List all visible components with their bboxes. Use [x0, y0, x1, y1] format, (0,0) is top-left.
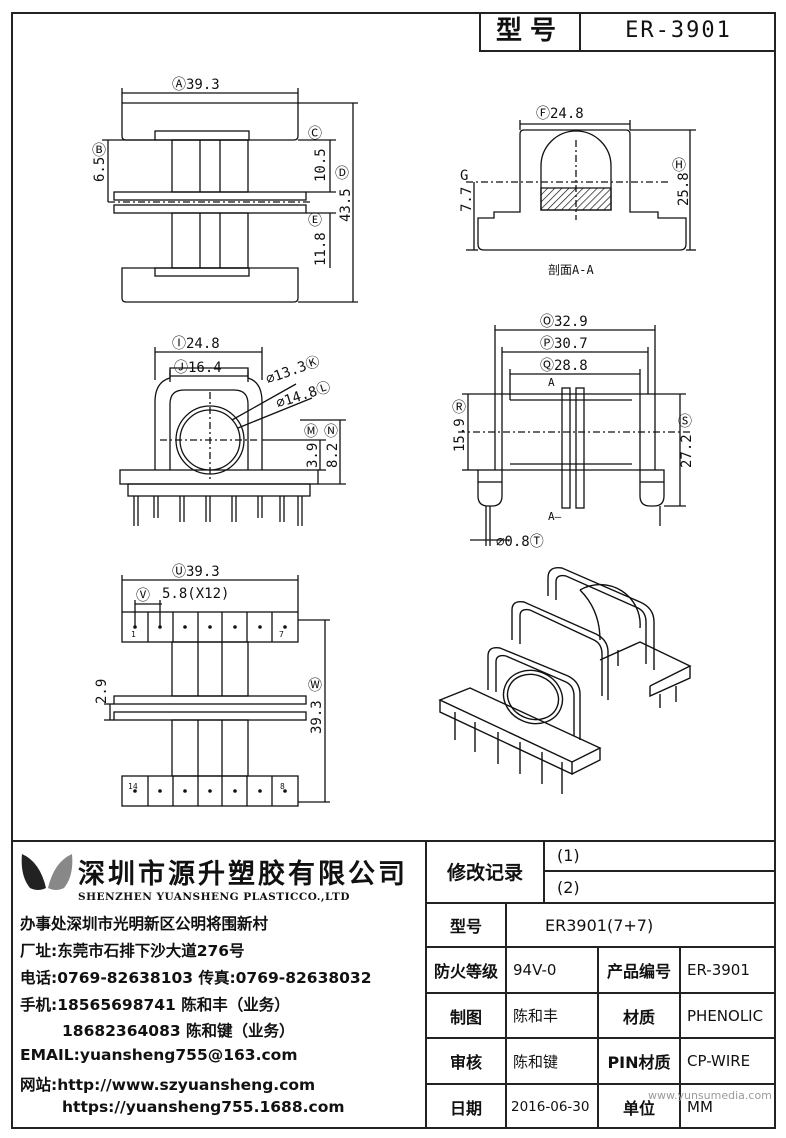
dim-c-value: 10.5 [313, 148, 329, 182]
dim-p: Ⓟ30.7 [540, 336, 588, 352]
material-label: 材质 [599, 994, 681, 1039]
side-view [458, 325, 690, 546]
revision-2: (2) [545, 872, 776, 904]
product-no-value: ER-3901 [681, 948, 776, 994]
front-view [102, 88, 358, 303]
dim-pitch: 5.8(X12) [162, 586, 229, 602]
reviewed-by-value: 陈和键 [507, 1039, 599, 1085]
revision-1: (1) [545, 840, 776, 872]
pin-material-value: CP-WIRE [681, 1039, 776, 1085]
pin-1-label: 1 [131, 630, 136, 639]
dim-r-value: 15.9 [452, 418, 468, 452]
dim-e-value: 11.8 [313, 232, 329, 266]
dim-q: Ⓠ28.8 [540, 358, 588, 374]
dim-m-value: 3.9 [305, 443, 321, 468]
pin-marks [133, 625, 287, 793]
company-mobile-1: 手机:18565698741 陈和丰（业务） [20, 996, 290, 1014]
dim-n-circle: Ⓝ [324, 424, 338, 440]
dim-s-value: 27.2 [679, 434, 695, 468]
company-name-cn: 深圳市源升塑胶有限公司 [78, 859, 408, 890]
section-mark-top: A [548, 376, 555, 389]
date-label: 日期 [425, 1085, 507, 1129]
pin-7-label: 7 [279, 630, 284, 639]
dim-h-value: 25.8 [676, 172, 692, 206]
dim-b-value: 6.5 [92, 157, 108, 182]
dim-d-value: 43.5 [338, 188, 354, 222]
table-model-label: 型号 [425, 904, 507, 948]
technical-drawing: Ⓐ39.3 Ⓑ 6.5 Ⓒ 10.5 Ⓓ 43.5 Ⓔ 11.8 Ⓕ24.8 G… [92, 77, 696, 807]
dim-u: Ⓤ39.3 [172, 564, 220, 580]
dim-left-value: 2.9 [94, 679, 110, 704]
dim-i: Ⓘ24.8 [172, 336, 220, 352]
dim-f: Ⓕ24.8 [536, 106, 584, 122]
end-view-pins [133, 496, 303, 526]
dim-e-circle: Ⓔ [308, 213, 322, 229]
company-mobile-2: 18682364083 陈和键（业务） [62, 1022, 295, 1040]
drawn-by-label: 制图 [425, 994, 507, 1039]
fire-rating-value: 94V-0 [507, 948, 599, 994]
dim-v-circle: Ⓥ [136, 588, 150, 604]
dim-g-value: 7.7 [459, 187, 475, 212]
drawing-frame [11, 12, 776, 1129]
dim-w-value: 39.3 [309, 700, 325, 734]
unit-value: MM [687, 1098, 713, 1116]
dim-g-label: G [460, 168, 468, 184]
dim-t: ⌀0.8Ⓣ [496, 534, 544, 550]
company-email: EMAIL:yuansheng755@163.com [20, 1046, 298, 1064]
company-website-2: https://yuansheng755.1688.com [62, 1098, 345, 1116]
company-logo-icon [21, 854, 73, 890]
company-phone: 电话:0769-82638103 传真:0769-82638032 [20, 969, 372, 987]
dim-o: Ⓞ32.9 [540, 314, 588, 330]
material-value: PHENOLIC [681, 994, 776, 1039]
model-value: ER-3901 [625, 18, 732, 43]
reviewed-by-label: 审核 [425, 1039, 507, 1085]
company-factory: 厂址:东莞市石排下沙大道276号 [20, 942, 245, 960]
dim-l: ⌀14.8Ⓛ [274, 379, 332, 412]
pin-8-label: 8 [280, 782, 285, 791]
dim-r-circle: Ⓡ [452, 400, 466, 416]
watermark: www.yunsumedia.com [648, 1089, 772, 1102]
isometric-view [438, 567, 692, 794]
pin-14-label: 14 [128, 782, 138, 791]
title-block-header: 型号 ER-3901 [479, 12, 776, 52]
fire-rating-label: 防火等级 [425, 948, 507, 994]
title-block [11, 840, 776, 1131]
company-office: 办事处深圳市光明新区公明将围新村 [20, 915, 269, 933]
product-no-label: 产品编号 [599, 948, 681, 994]
section-view [466, 120, 696, 251]
dim-a: Ⓐ39.3 [172, 77, 220, 93]
dim-c-circle: Ⓒ [308, 126, 322, 142]
company-website-1: 网站:http://www.szyuansheng.com [20, 1076, 316, 1094]
section-caption: 剖面A-A [548, 263, 594, 277]
dim-s-circle: Ⓢ [678, 414, 692, 430]
table-model-value: ER3901(7+7) [507, 904, 776, 948]
company-name-en: SHENZHEN YUANSHENG PLASTICCO.,LTD [78, 891, 350, 903]
model-label: 型号 [481, 12, 581, 50]
dim-k: ⌀13.3Ⓚ [264, 354, 322, 388]
pin-material-label: PIN材质 [599, 1039, 681, 1085]
bottom-view [104, 575, 330, 807]
drawn-by-value: 陈和丰 [507, 994, 599, 1039]
revision-label: 修改记录 [425, 840, 545, 904]
dim-w-circle: Ⓦ [308, 678, 322, 694]
dim-j: Ⓙ16.4 [174, 360, 222, 376]
dim-h-circle: Ⓗ [672, 158, 686, 174]
dim-n-value: 8.2 [325, 443, 341, 468]
dim-m-circle: Ⓜ [304, 424, 318, 440]
dim-b-circle: Ⓑ [92, 143, 106, 159]
date-value: 2016-06-30 [507, 1085, 599, 1129]
dim-d-circle: Ⓓ [335, 166, 349, 182]
end-view [119, 347, 346, 526]
unit-label: 单位 [599, 1085, 681, 1129]
section-mark-bottom: A— [548, 510, 562, 523]
